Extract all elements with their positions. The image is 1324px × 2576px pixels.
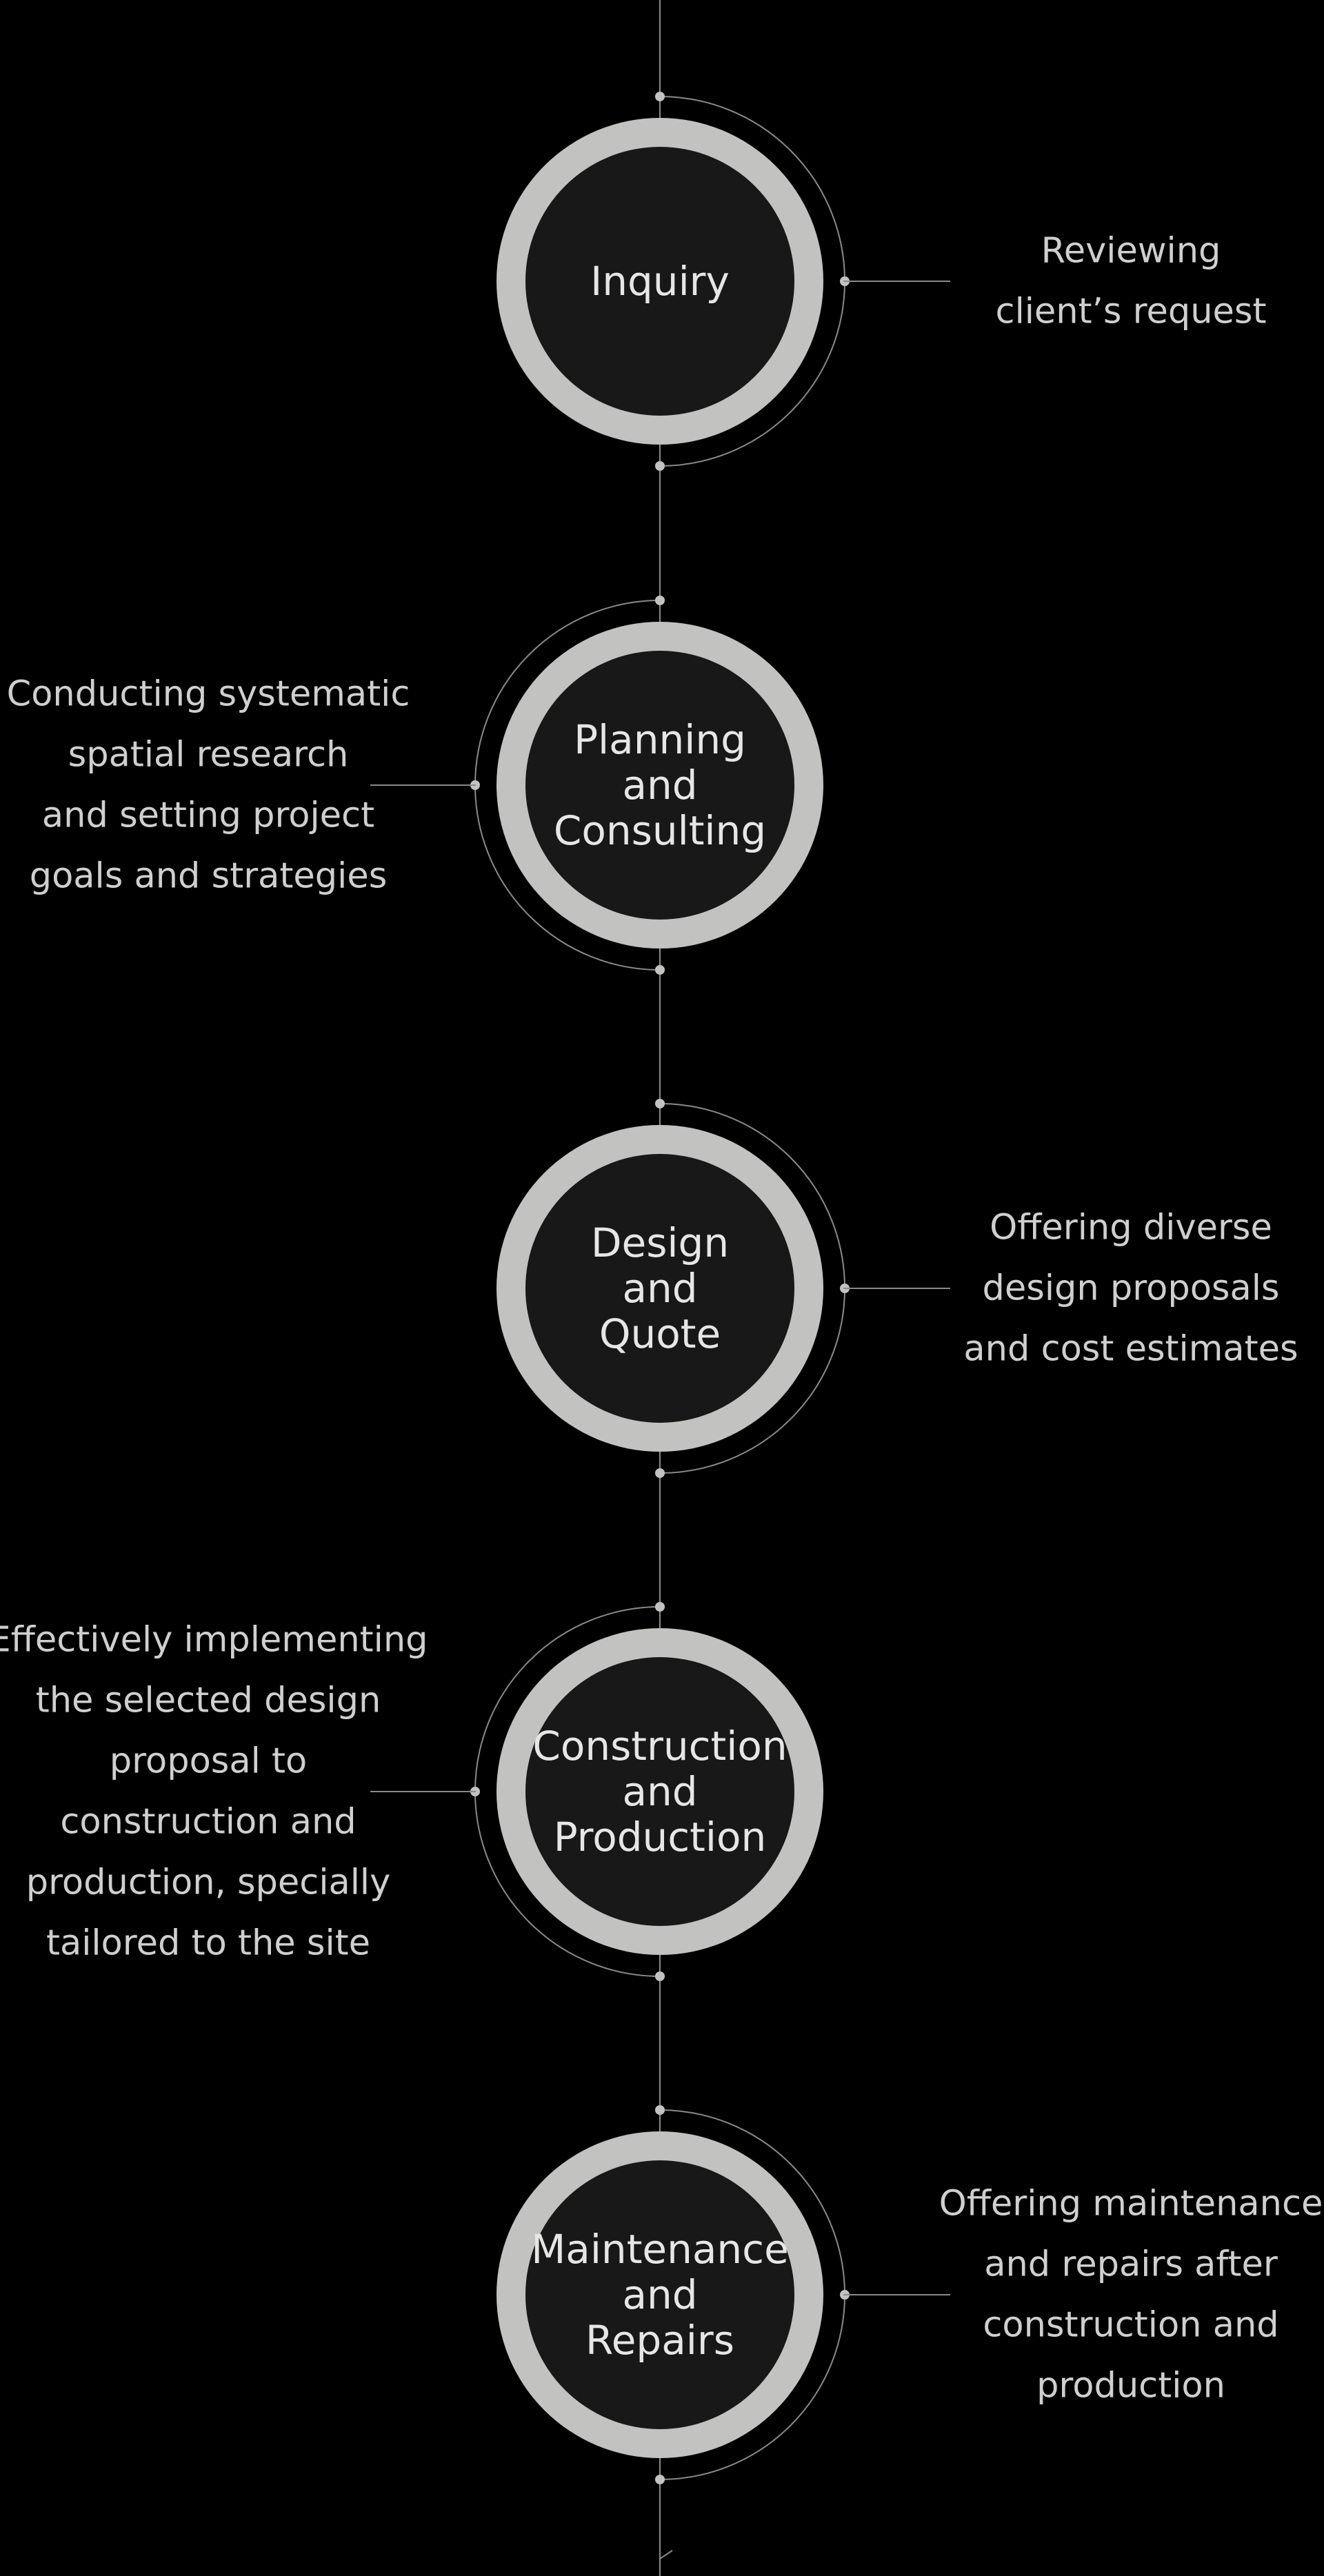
- step-description-line: and setting project: [42, 795, 374, 836]
- arc-top-dot: [655, 2105, 665, 2115]
- arc-top-dot: [655, 92, 665, 101]
- step-description-line: construction and: [60, 1802, 356, 1843]
- arc-bottom-dot: [655, 1971, 665, 1981]
- step-label-line: and: [622, 2271, 697, 2318]
- arc-top-dot: [655, 1099, 665, 1108]
- step-description-line: client’s request: [996, 292, 1267, 332]
- step-label-line: Inquiry: [590, 258, 730, 305]
- arc-bottom-dot: [655, 965, 665, 975]
- step-description-line: and repairs after: [984, 2244, 1278, 2285]
- step-core: [525, 147, 794, 416]
- step-description-line: Offering diverse: [990, 1208, 1272, 1248]
- step-label-line: and: [622, 1265, 697, 1312]
- arc-top-dot: [655, 596, 665, 605]
- arc-top-dot: [655, 1602, 665, 1612]
- step-description-line: tailored to the site: [46, 1923, 370, 1964]
- step-description-line: the selected design: [36, 1681, 381, 1721]
- step-description-line: construction and: [983, 2305, 1278, 2346]
- step-label-line: and: [622, 762, 697, 809]
- step-core: [525, 2160, 794, 2429]
- step-label-line: Repairs: [585, 2317, 734, 2364]
- step-description-line: production: [1036, 2366, 1225, 2406]
- step-core: [525, 1154, 794, 1423]
- step-description-line: Reviewing: [1041, 231, 1221, 272]
- step-description-line: Effectively implementing: [0, 1620, 428, 1661]
- step-label-line: and: [622, 1768, 697, 1815]
- arc-bottom-dot: [655, 1468, 665, 1478]
- process-step: Inquiry Reviewing client’s request: [496, 92, 1266, 471]
- step-description-line: Offering maintenance: [939, 2184, 1323, 2224]
- step-label-line: Maintenance: [531, 2226, 789, 2273]
- step-description-line: proposal to: [110, 1741, 307, 1782]
- arc-bottom-dot: [655, 2475, 665, 2484]
- step-description-line: production, specially: [26, 1863, 391, 1903]
- step-core: [525, 651, 794, 920]
- arc-bottom-dot: [655, 461, 665, 471]
- step-label-line: Production: [554, 1814, 767, 1860]
- step-label-line: Quote: [599, 1310, 721, 1357]
- step-description-line: goals and strategies: [30, 856, 388, 897]
- step-description-line: and cost estimates: [963, 1329, 1298, 1370]
- step-label-line: Construction: [532, 1723, 787, 1769]
- timeline-end-tick: [659, 2550, 673, 2559]
- step-description-line: design proposals: [983, 1268, 1280, 1309]
- step-description-line: spatial research: [68, 735, 349, 775]
- step-description-line: Conducting systematic: [7, 674, 410, 715]
- step-label-line: Consulting: [554, 807, 766, 854]
- step-core: [525, 1657, 794, 1926]
- step-label-line: Design: [591, 1219, 729, 1266]
- step-label-line: Planning: [574, 716, 746, 763]
